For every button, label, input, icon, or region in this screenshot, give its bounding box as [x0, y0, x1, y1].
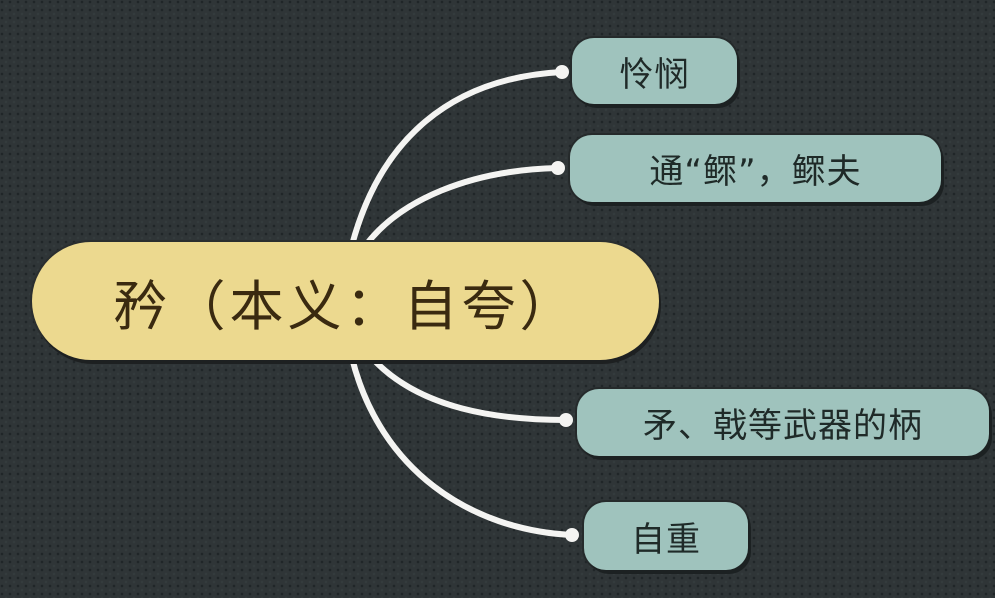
connector-branch-2 [363, 165, 561, 248]
connector-dot-3 [559, 413, 573, 427]
central-topic-node[interactable]: 矜（本义：自夸） [32, 242, 659, 360]
branch-label: 自重 [631, 519, 701, 560]
branch-node-self-respect[interactable]: 自重 [584, 502, 748, 570]
connector-branch-4 [349, 355, 575, 538]
connector-branch-3 [369, 355, 569, 423]
connector-dot-4 [565, 528, 579, 542]
branch-label: 通“鳏”，鳏夫 [649, 152, 862, 192]
branch-label: 矛、戟等武器的柄 [643, 406, 923, 446]
central-topic-label: 矜（本义：自夸） [113, 274, 578, 338]
branch-label: 怜悯 [619, 54, 690, 95]
connector-dot-2 [551, 161, 565, 175]
connector-branch-1 [349, 69, 565, 248]
branch-node-weapon-handle[interactable]: 矛、戟等武器的柄 [577, 389, 989, 456]
branch-node-pity[interactable]: 怜悯 [572, 38, 737, 104]
connector-dot-1 [555, 65, 569, 79]
branch-node-widower[interactable]: 通“鳏”，鳏夫 [570, 135, 941, 202]
